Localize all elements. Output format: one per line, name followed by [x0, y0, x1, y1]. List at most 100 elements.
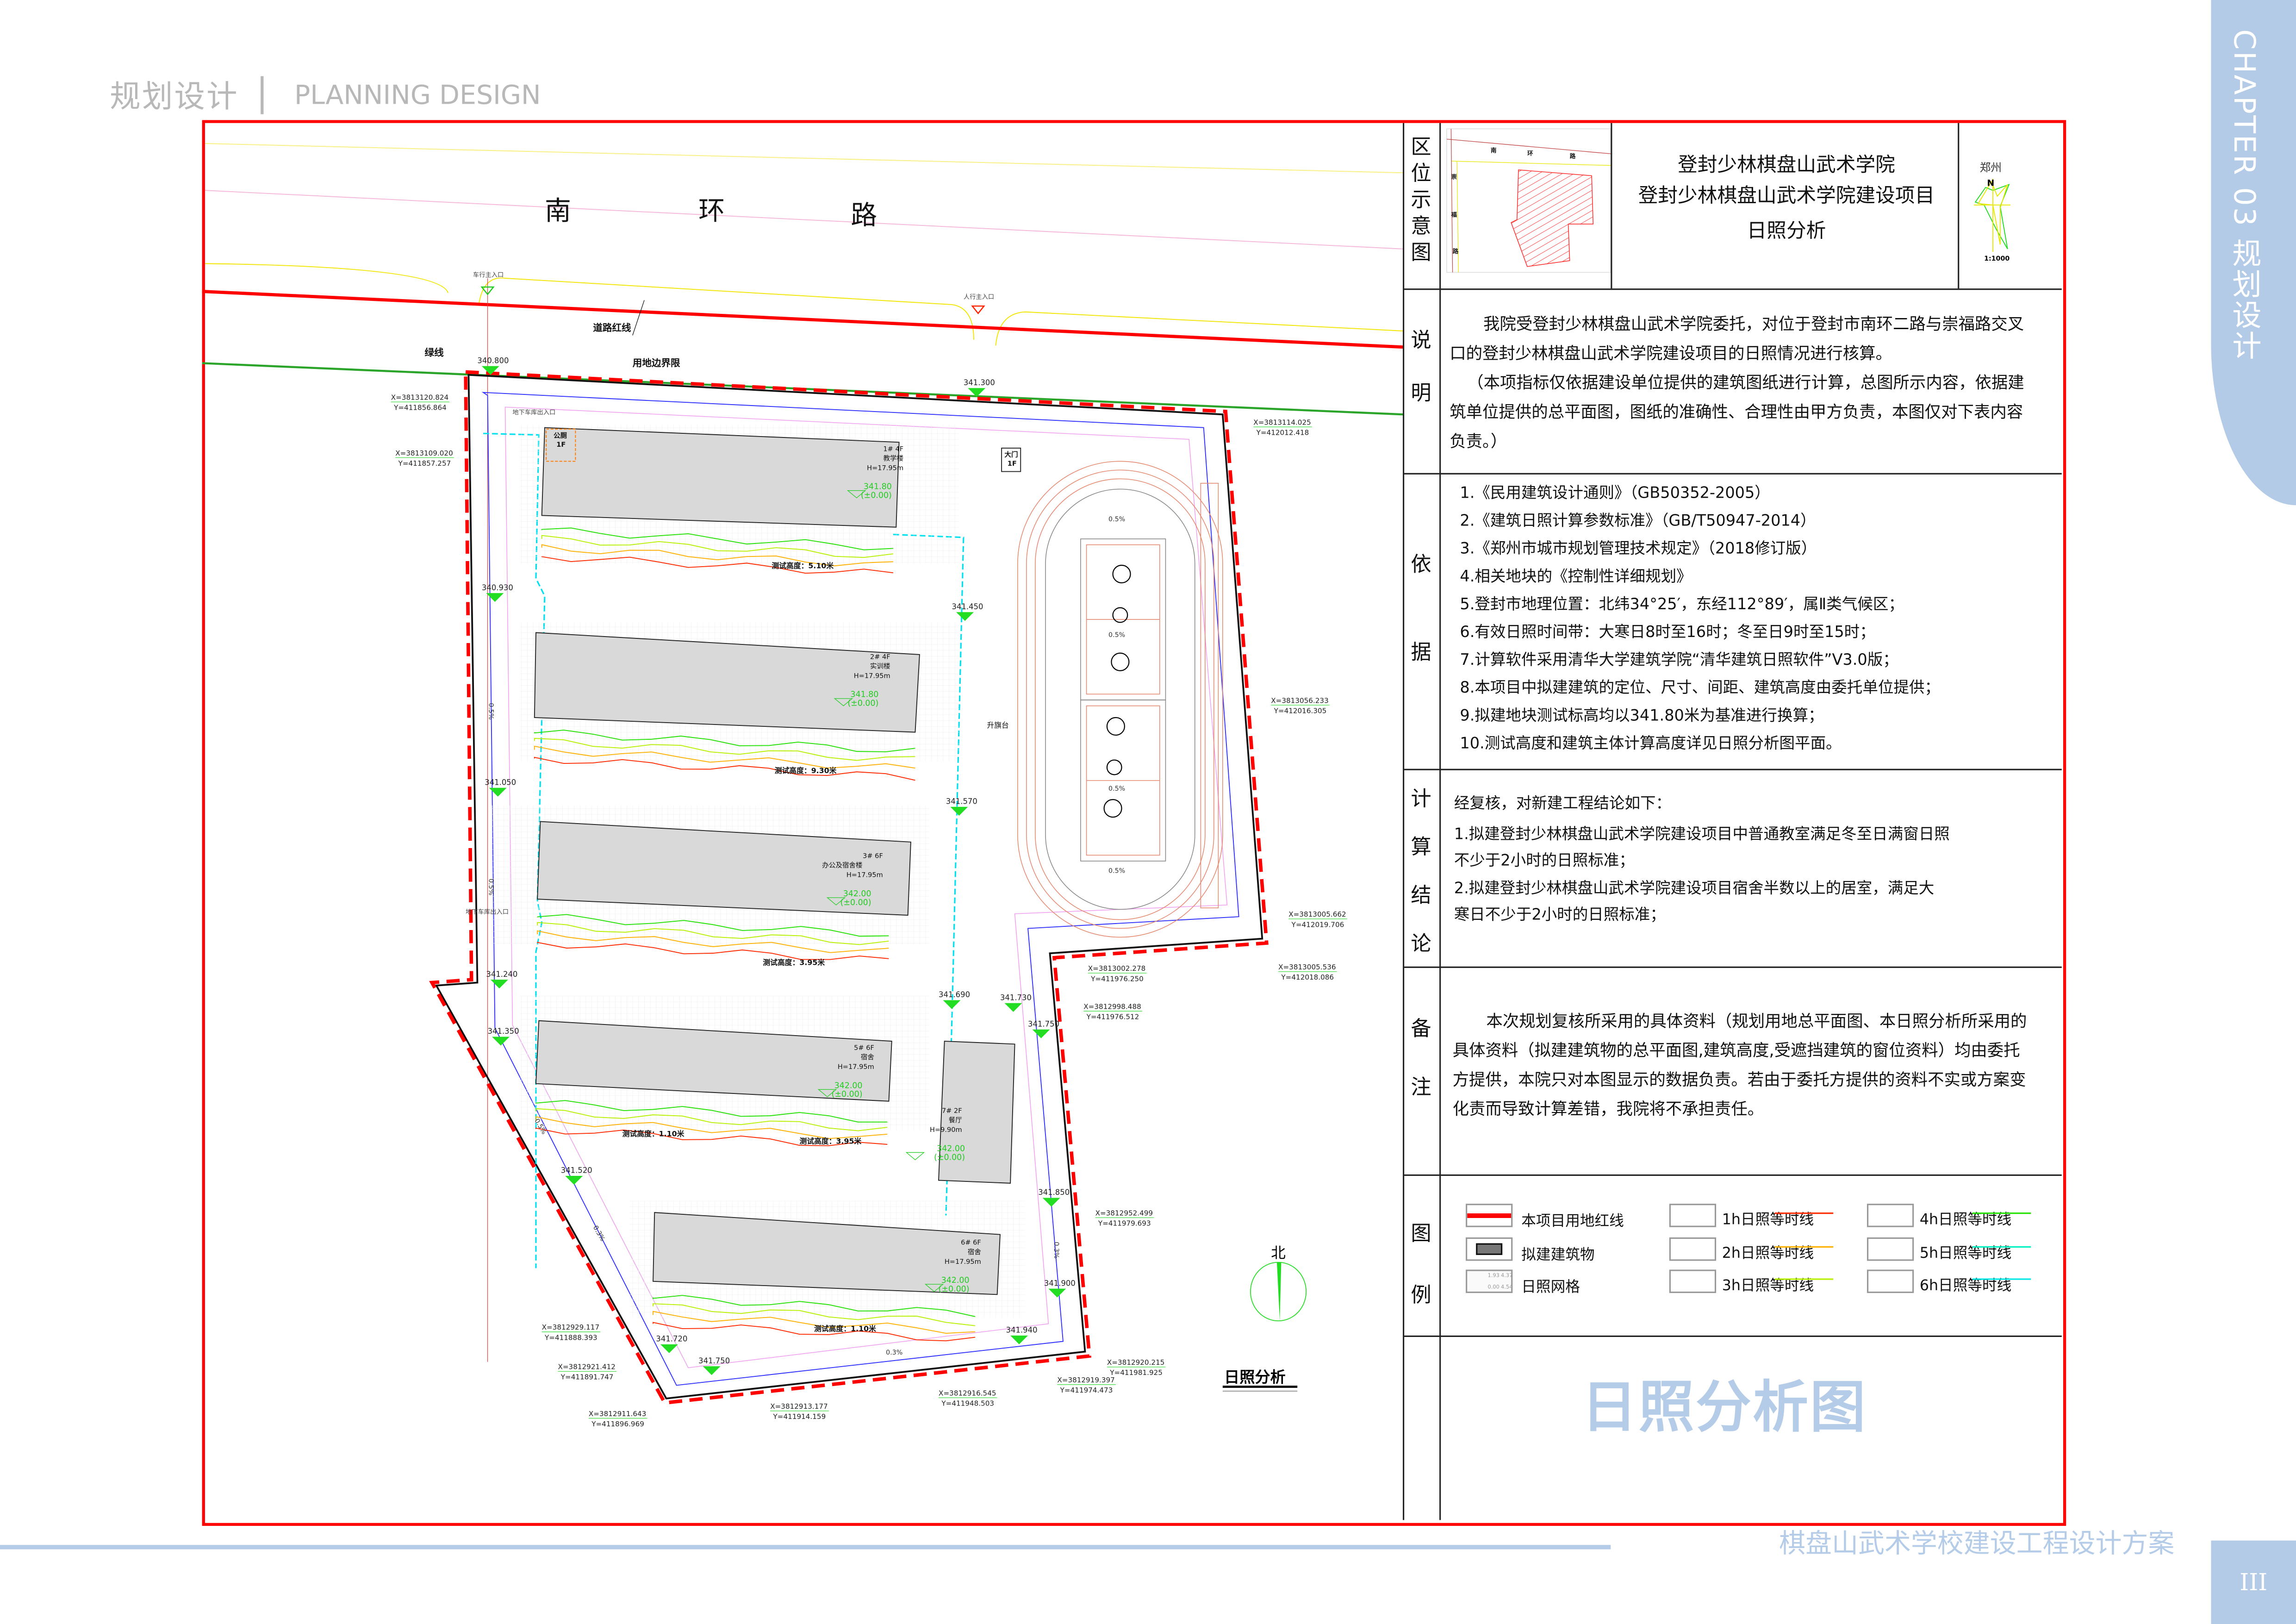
text-line: 4.相关地块的《控制性详细规划》 [1460, 568, 1692, 586]
elevation-marker-icon [950, 806, 968, 816]
coordinate-x: X=3813056.233 [1271, 696, 1328, 705]
elevation-value: 340.800 [477, 356, 509, 365]
coordinate-x: X=3812916.545 [939, 1389, 996, 1398]
legend-item-label: 2h日照等时线 [1722, 1246, 1814, 1262]
coordinate-y: Y=412016.305 [1274, 706, 1327, 715]
slope-label: 0.3% [886, 1349, 902, 1356]
legend-item-label: 拟建建筑物 [1521, 1248, 1595, 1264]
road-red-line-label: 道路红线 [593, 322, 631, 333]
coordinate-y: Y=411857.257 [398, 459, 451, 468]
coordinate-x: X=3812998.488 [1083, 1002, 1141, 1011]
elevation-value: 341.520 [561, 1166, 592, 1175]
building-label: 餐厅 [949, 1117, 962, 1124]
coordinate-x: X=3812929.117 [542, 1323, 599, 1331]
panel-divider [1403, 123, 1405, 1520]
text-line: 5.登封市地理位置：北纬34°25′，东经112°89′，属Ⅱ类气候区； [1460, 596, 1904, 614]
elevation-marker-icon [1042, 1198, 1060, 1207]
test-height-label: 测试高度：1.10米 [814, 1324, 876, 1333]
road-name-char: 南 [545, 195, 571, 226]
description-label: 说明 [1411, 329, 1431, 406]
building-label: H=17.95m [854, 672, 890, 680]
coordinate-x: X=3812952.499 [1095, 1209, 1153, 1217]
header-divider [261, 76, 264, 114]
elevation-value: 341.940 [1006, 1326, 1038, 1335]
row-divider [1403, 1335, 2062, 1337]
isochrone-line-sample [1774, 1278, 1834, 1280]
drawing-label: 日照分析 [1224, 1368, 1286, 1386]
test-height-label: 测试高度：9.30米 [775, 766, 837, 775]
building-relative-elevation: (±0.00) [861, 491, 892, 500]
building-relative-elevation: (±0.00) [840, 898, 871, 907]
legend-item-label: 4h日照等时线 [1919, 1212, 2012, 1229]
legend-item-label: 5h日照等时线 [1919, 1246, 2012, 1262]
section-title-en: PLANNING DESIGN [294, 80, 541, 112]
coordinate-y: Y=411891.747 [560, 1373, 614, 1381]
sunlight-grid-value: 4.37 [1500, 1272, 1513, 1279]
elevation-marker-icon [1004, 1003, 1022, 1012]
coordinate-y: Y=411856.864 [393, 404, 447, 412]
garage-entrance-label: 地下车库出入口 [512, 408, 555, 416]
coordinate-y: Y=412019.706 [1291, 920, 1344, 929]
text-line: 1.拟建登封少林棋盘山武术学院建设项目中普通教室满足冬至日满窗日照 [1454, 825, 1950, 843]
garage-entrance-label: 地下车库出入口 [466, 908, 509, 916]
wind-rose-city: 郑州 [1980, 161, 2002, 174]
coordinate-y: Y=411896.969 [591, 1420, 644, 1428]
building-label: 1# 4F [883, 445, 903, 453]
elevation-marker-icon [565, 1176, 583, 1185]
building-7 [938, 1041, 1015, 1184]
test-height-label: 测试高度：3.95米 [799, 1137, 861, 1145]
elevation-points: 340.800341.300340.930341.450341.050341.5… [477, 356, 1125, 1375]
legend-swatch [1466, 1204, 1513, 1227]
site-boundary-red-dashed [429, 370, 1269, 1405]
slope-label: 0.5% [1108, 867, 1125, 874]
scale-label: 1:1000 [1984, 255, 2010, 262]
coordinate-x: X=3813005.536 [1278, 963, 1336, 971]
legend-swatch [1867, 1237, 1914, 1261]
north-arrow-icon [1250, 1262, 1307, 1322]
legend-item-label: 日照网格 [1521, 1280, 1580, 1296]
location-label: 区位示意图 [1411, 136, 1431, 265]
green-line-label: 绿线 [425, 347, 444, 358]
coordinate-x: X=3812920.215 [1107, 1358, 1164, 1367]
legend-swatch [1867, 1204, 1914, 1227]
elevation-marker-icon [943, 1000, 961, 1009]
building-label: H=17.95m [838, 1063, 874, 1071]
building-label: H=17.95m [945, 1258, 981, 1266]
sunlight-grid-value: 1.93 [1487, 1272, 1500, 1279]
small-building-label: 大门 [1004, 450, 1018, 459]
legend-swatch [1867, 1269, 1914, 1293]
legend-swatch [1669, 1204, 1717, 1227]
elevation-value: 340.930 [482, 583, 513, 592]
elevation-marker-icon [486, 593, 504, 602]
map-label: 路 [1453, 248, 1459, 255]
big-title: 日照分析图 [1581, 1375, 1867, 1440]
elevation-value: 341.750 [698, 1356, 730, 1365]
text-line: 负责。） [1450, 432, 1507, 451]
building-relative-elevation: (±0.00) [832, 1090, 863, 1099]
isochrone-line-sample [1972, 1246, 2031, 1248]
map-label: 福 [1450, 211, 1457, 218]
text-line: 化责而导致计算差错，我院将不承担责任。 [1452, 1099, 1764, 1119]
slope-label: 0.5% [487, 703, 495, 719]
isochrone-line-sample [1774, 1212, 1834, 1214]
running-track [1017, 461, 1223, 938]
building-label: 6# 6F [961, 1239, 981, 1247]
title-line: 日照分析 [1747, 219, 1826, 244]
legend-item-label: 6h日照等时线 [1919, 1278, 2012, 1295]
legend-swatch [1669, 1237, 1717, 1261]
coordinate-x: X=3812913.177 [770, 1402, 828, 1411]
road-name-char: 路 [851, 200, 877, 231]
coordinate-x: X=3813002.278 [1088, 964, 1145, 973]
elevation-value: 341.050 [485, 778, 516, 787]
text-line: 筑单位提供的总平面图，图纸的准确性、合理性由甲方负责，本图仅对下表内容 [1450, 402, 2023, 422]
building-elevation: 342.00 [937, 1144, 965, 1153]
coordinate-x: X=3813005.662 [1288, 910, 1346, 918]
coordinate-y: Y=411974.473 [1060, 1386, 1113, 1394]
text-line: 我院受登封少林棋盘山武术学院委托，对位于登封市南环二路与崇福路交叉 [1483, 315, 2024, 334]
coordinate-x: X=3812919.397 [1057, 1376, 1114, 1384]
coordinate-y: Y=412012.418 [1256, 428, 1309, 437]
road-name-char: 环 [698, 195, 725, 226]
legend-swatch [1466, 1237, 1513, 1261]
